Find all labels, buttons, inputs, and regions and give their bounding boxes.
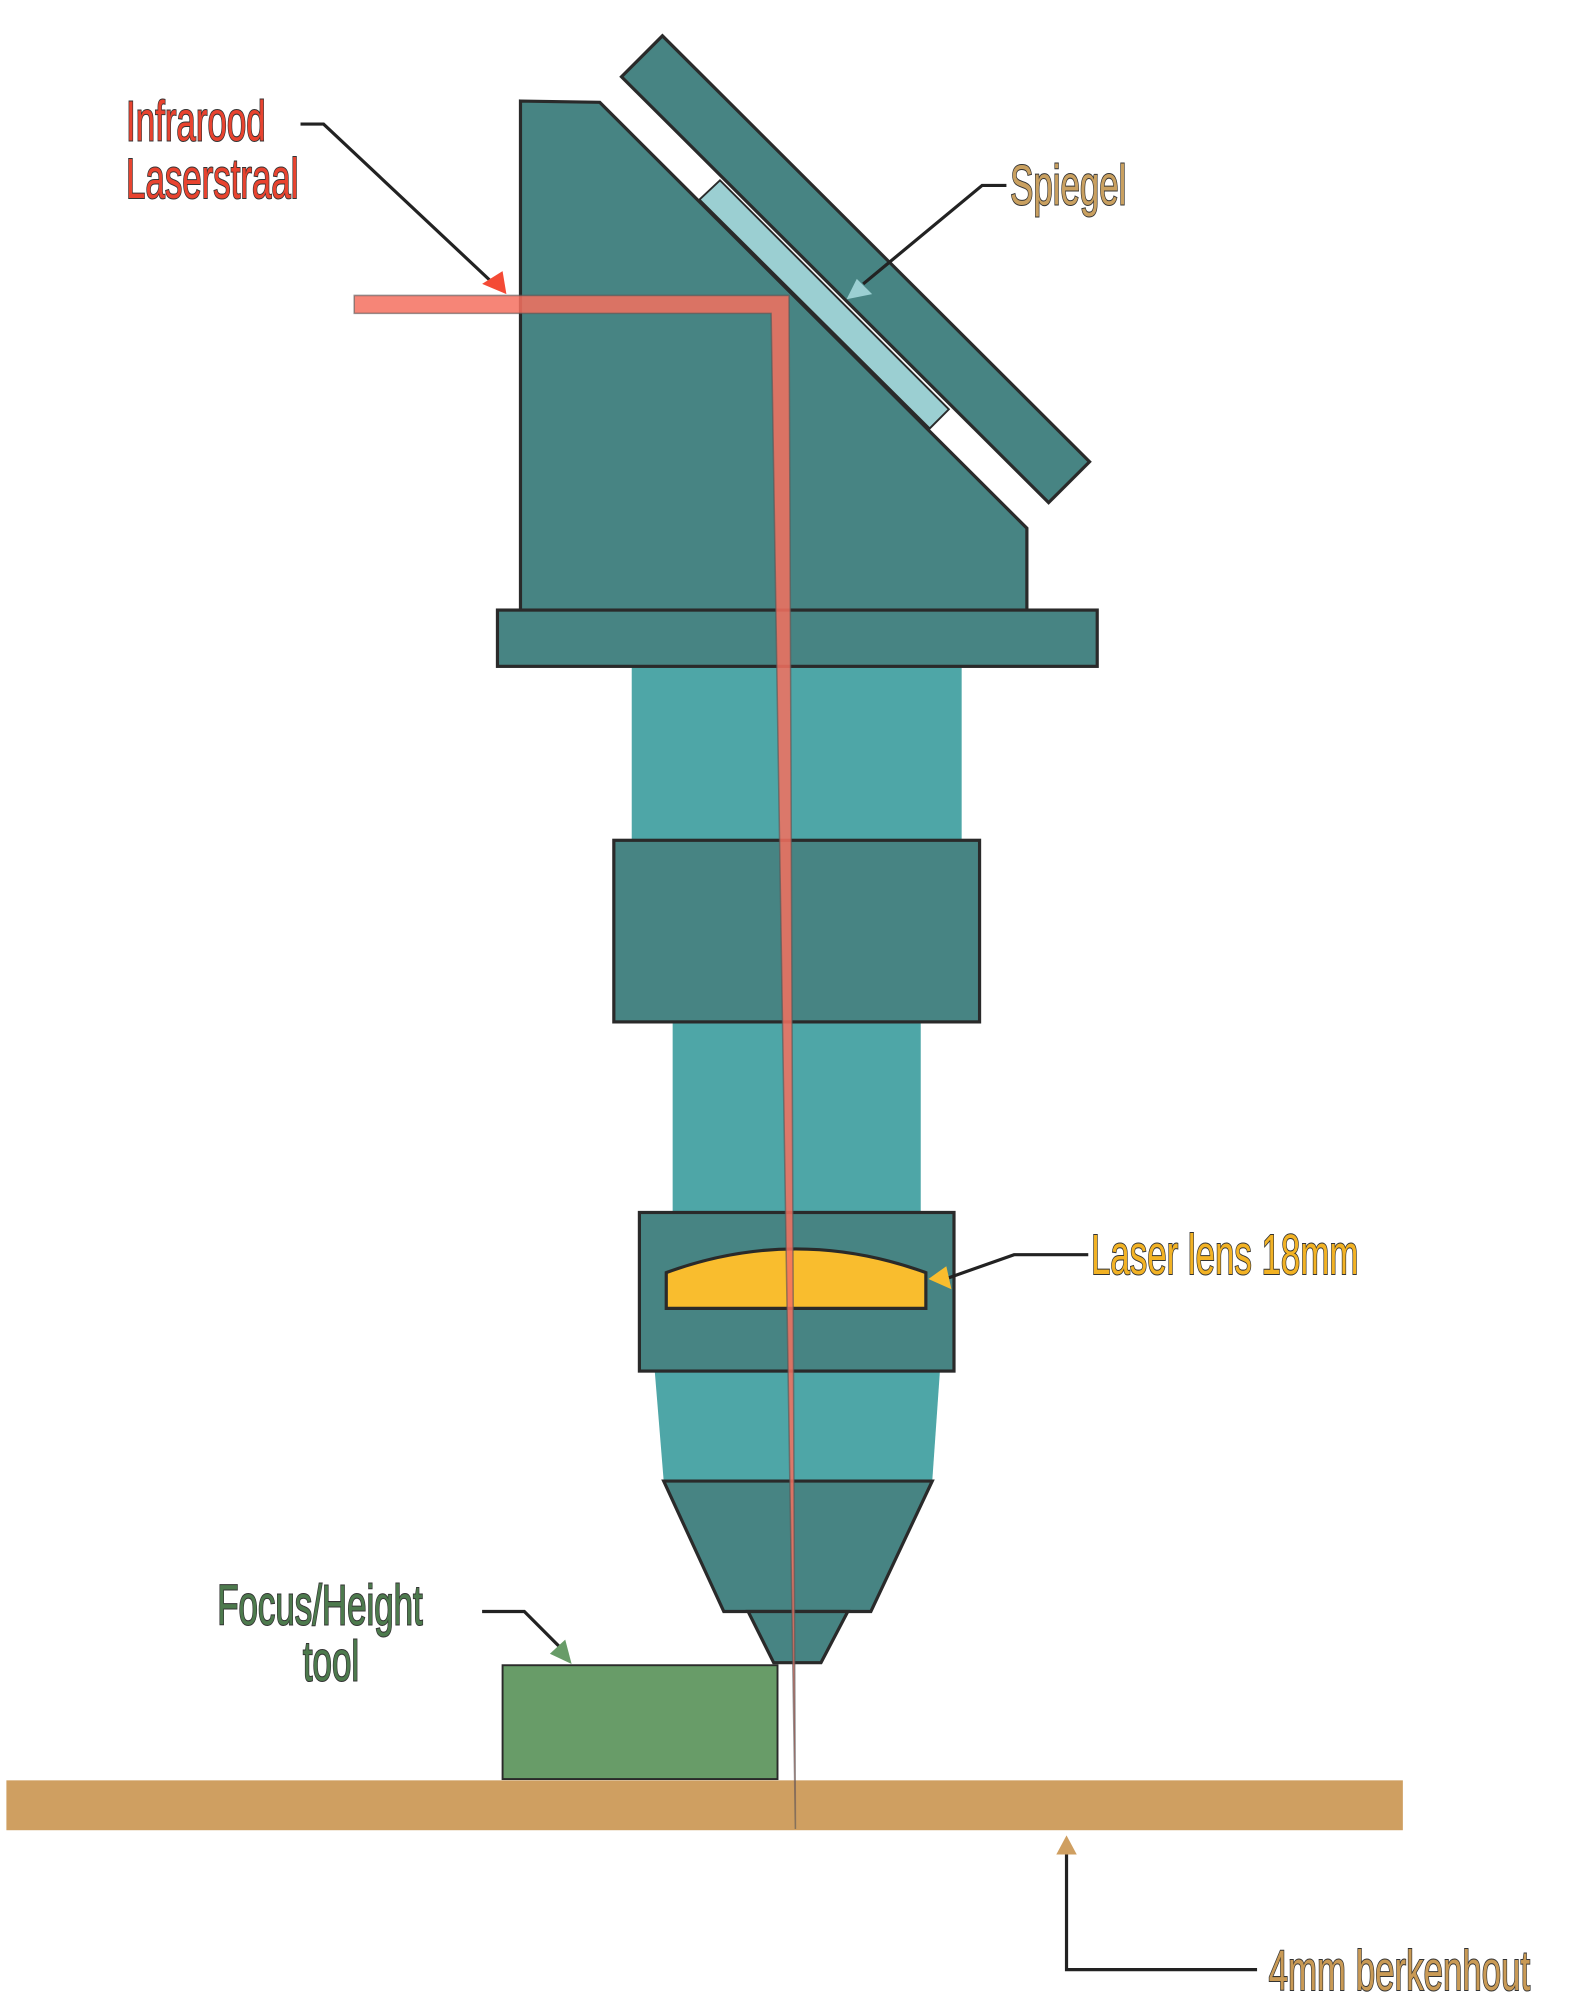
- mirror-holder: [619, 33, 1092, 505]
- tool-label-line1: Focus/Height: [217, 1574, 422, 1637]
- lens-arrowhead-icon: [928, 1266, 952, 1290]
- lens-label: Laser lens 18mm: [1091, 1223, 1358, 1286]
- focus-lens: [664, 1247, 928, 1310]
- mirror-glass: [698, 179, 951, 430]
- laser-label-line1: Infrarood: [126, 90, 266, 153]
- wood-board: [6, 1780, 1403, 1831]
- tool-label-line2: tool: [303, 1630, 359, 1693]
- laser-label-line2: Laserstraal: [126, 148, 298, 211]
- upper-tube: [631, 666, 962, 841]
- lower-tube: [672, 1021, 921, 1213]
- mirror-callout-line: [862, 183, 1007, 286]
- laser-arrowhead-icon: [482, 271, 507, 295]
- mirror-arrowhead-icon: [846, 278, 873, 300]
- focus-height-tool: [501, 1664, 779, 1781]
- wood-arrowhead-icon: [1056, 1835, 1077, 1855]
- lens-callout-line: [948, 1253, 1089, 1280]
- tool-arrowhead-icon: [549, 1639, 572, 1664]
- laser-callout-line: [300, 122, 493, 283]
- mirror-label: Spiegel: [1010, 154, 1126, 217]
- tool-callout-line: [482, 1609, 562, 1649]
- lens-cone: [654, 1371, 940, 1482]
- adjust-ring: [612, 838, 982, 1024]
- wood-callout-line: [1064, 1854, 1258, 1972]
- flange: [495, 608, 1099, 668]
- laser-beam: [353, 294, 797, 1829]
- nozzle: [661, 1479, 935, 1614]
- wood-label: 4mm berkenhout: [1269, 1940, 1531, 2003]
- nozzle-tip: [745, 1609, 851, 1665]
